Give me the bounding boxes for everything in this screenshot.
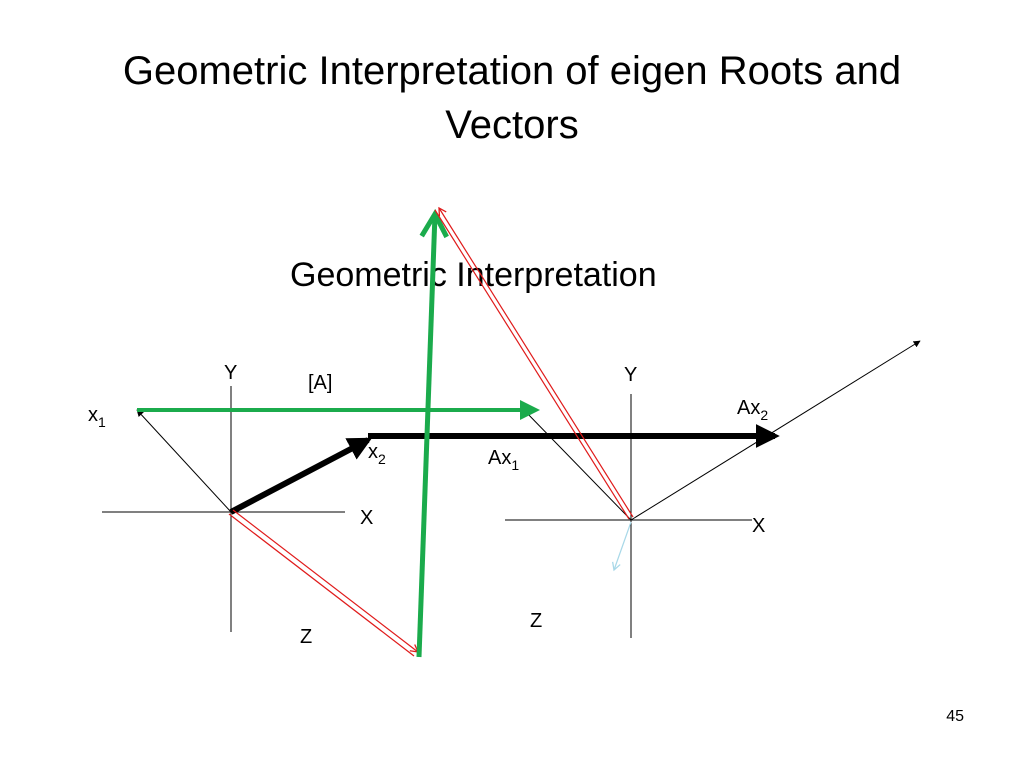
vector-x2-label: x2: [368, 441, 386, 467]
red-arrow-left-to-bottom: [228, 509, 420, 657]
vector-ax2-arrow: [630, 340, 921, 521]
left-x-axis-label: X: [360, 507, 373, 529]
right-z-axis-label: Z: [530, 610, 542, 632]
vector-ax2-subscript: 2: [760, 407, 768, 423]
slide-title-line2: Vectors: [445, 103, 579, 147]
red-arrow-right-to-top: [434, 206, 634, 520]
slide-title: Geometric Interpretation of eigen Roots …: [40, 44, 984, 152]
vector-ax1-label: Ax1: [488, 447, 519, 473]
right-y-axis-label: Y: [624, 364, 637, 386]
vector-x1-arrow: [136, 409, 232, 513]
vector-x1-label: x1: [88, 404, 106, 430]
vector-x1-main: x: [88, 404, 98, 426]
transform-matrix-label: [A]: [308, 372, 332, 394]
slide-title-line1: Geometric Interpretation of eigen Roots …: [122, 49, 902, 93]
left-y-axis-label: Y: [224, 362, 237, 384]
vector-ax2-label: Ax2: [737, 397, 768, 423]
vector-x2-subscript: 2: [378, 451, 386, 467]
left-z-axis-label: Z: [300, 626, 312, 648]
vector-x2-arrow: [229, 437, 373, 515]
left-axes: [102, 386, 345, 632]
vector-ax1-subscript: 1: [511, 457, 519, 473]
vector-ax2-main: Ax: [737, 397, 760, 419]
vector-ax1-arrow: [523, 409, 632, 521]
page-number: 45: [946, 708, 964, 725]
vector-x1-subscript: 1: [98, 414, 106, 430]
vector-x2-main: x: [368, 441, 378, 463]
right-axes: [505, 394, 752, 638]
vector-ax1-main: Ax: [488, 447, 511, 469]
light-blue-small-arrow: [612, 521, 632, 572]
green-vertical-arrow: [416, 214, 435, 658]
right-x-axis-label: X: [752, 515, 765, 537]
